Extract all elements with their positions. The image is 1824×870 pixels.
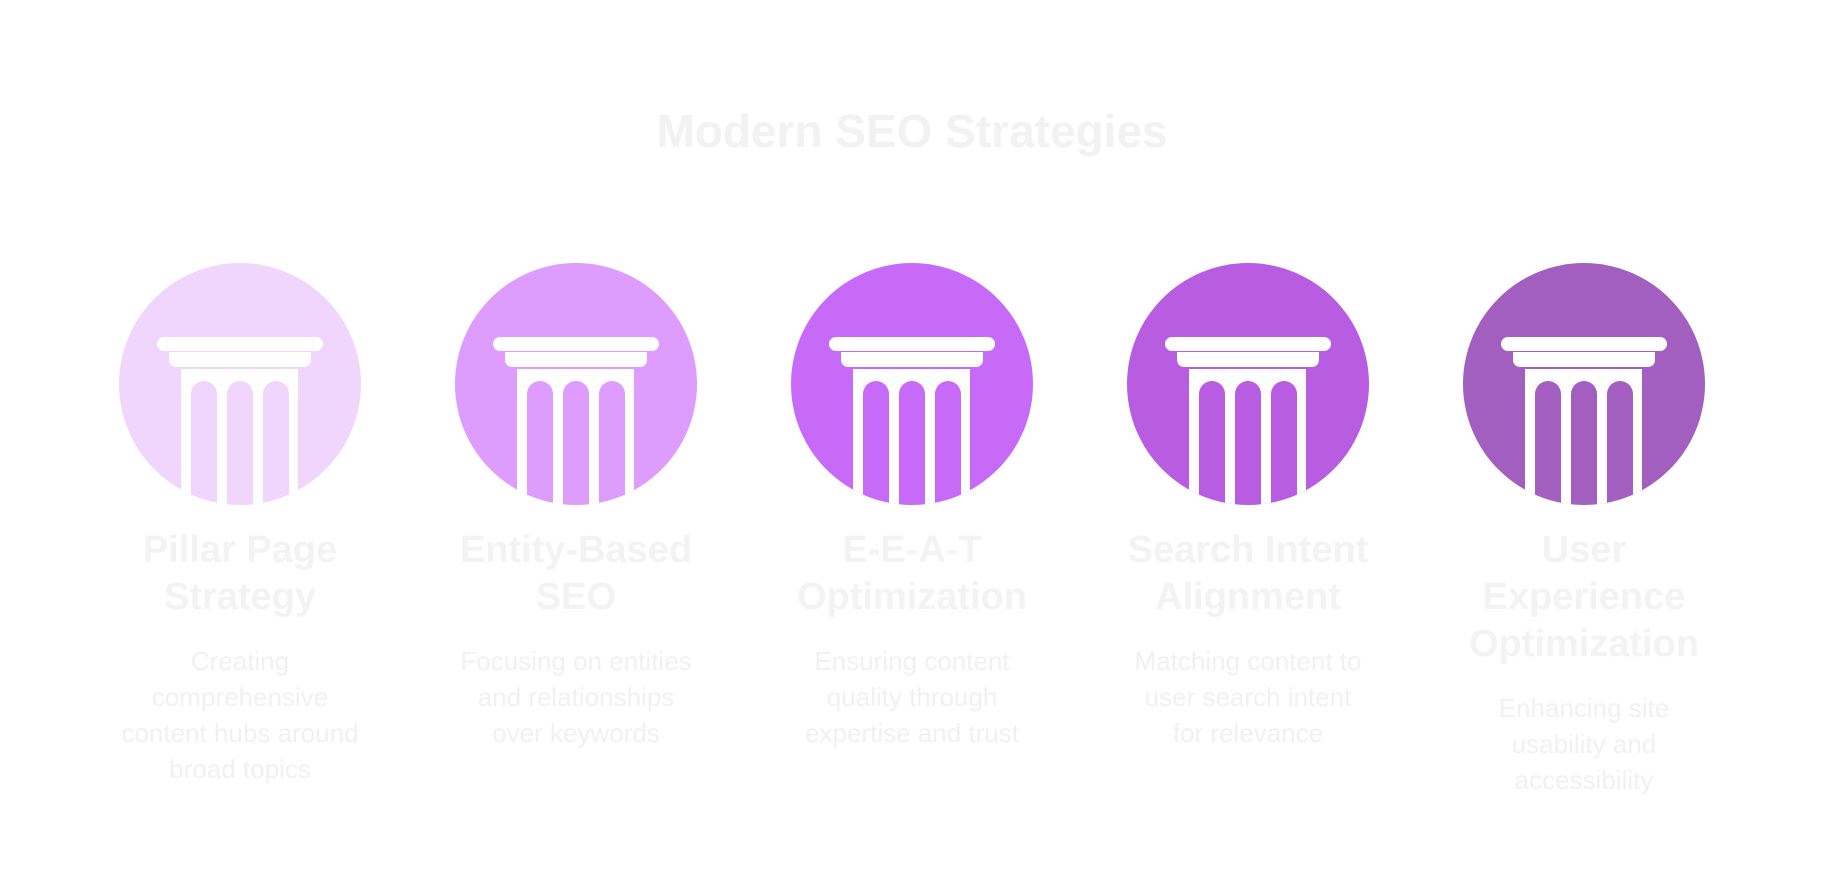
strategy-item: User Experience Optimization Enhancing s… xyxy=(1439,263,1729,798)
strategy-description: Ensuring content quality through experti… xyxy=(805,646,1019,748)
strategy-heading: Search Intent Alignment xyxy=(1127,529,1369,618)
strategy-description: Matching content to user search intent f… xyxy=(1134,646,1362,748)
strategy-heading: User Experience Optimization xyxy=(1468,529,1700,665)
page-title: Modern SEO Strategies xyxy=(656,105,1168,157)
strategy-description: Enhancing site usability and accessibili… xyxy=(1498,693,1670,795)
strategy-description: Focusing on entities and relationships o… xyxy=(460,646,692,748)
pillar-icon xyxy=(119,263,361,505)
strategy-item: Pillar Page Strategy Creating comprehens… xyxy=(95,263,385,787)
strategy-heading: Pillar Page Strategy xyxy=(142,529,338,618)
strategy-description: Creating comprehensive content hubs arou… xyxy=(121,646,359,784)
strategy-heading: E-E-A-T Optimization xyxy=(796,529,1028,618)
strategy-heading: Entity-Based SEO xyxy=(459,529,693,618)
pillar-icon xyxy=(791,263,1033,505)
strategy-item: Entity-Based SEO Focusing on entities an… xyxy=(431,263,721,751)
pillar-icon xyxy=(1463,263,1705,505)
strategy-item: E-E-A-T Optimization Ensuring content qu… xyxy=(767,263,1057,751)
pillar-icon xyxy=(1127,263,1369,505)
pillar-icon xyxy=(455,263,697,505)
strategy-item: Search Intent Alignment Matching content… xyxy=(1103,263,1393,751)
